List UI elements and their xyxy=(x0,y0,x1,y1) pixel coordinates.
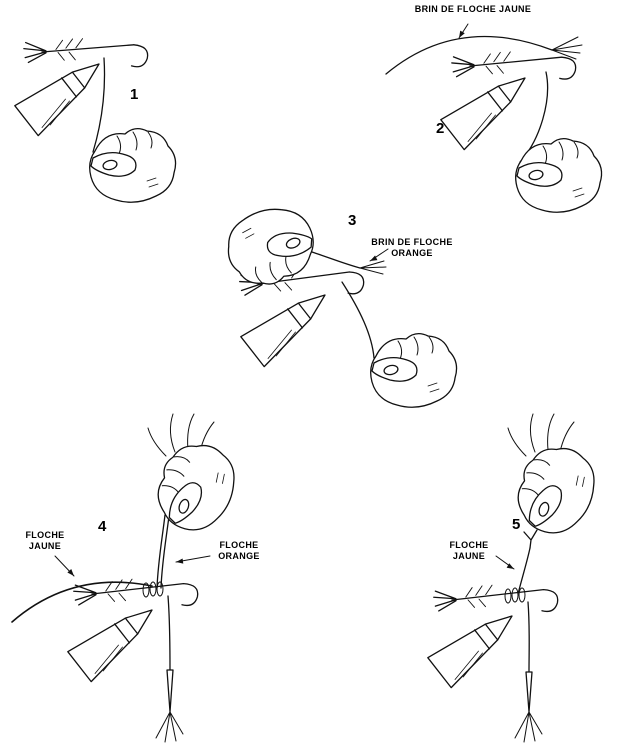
hanging-thread xyxy=(167,595,171,671)
annotation-text: BRIN DE FLOCHE JAUNE xyxy=(414,4,532,14)
annotation-line-1: FLOCHE xyxy=(25,530,65,540)
annotation-line-1: FLOCHE xyxy=(449,540,489,550)
tying-thread xyxy=(92,57,106,153)
floss-wisps xyxy=(147,413,215,457)
step-5-figure xyxy=(427,413,610,743)
vise-jaws xyxy=(427,600,525,689)
floss-wisps xyxy=(507,413,575,457)
thread-wraps xyxy=(504,587,526,604)
thread-wraps xyxy=(142,581,164,598)
floss-fray xyxy=(359,260,387,275)
step-4-figure xyxy=(11,413,250,743)
annotation-line-2: JAUNE xyxy=(28,541,62,552)
step-1-figure xyxy=(14,35,177,203)
step-3-annotation: BRIN DE FLOCHE ORANGE xyxy=(356,237,468,260)
floss-ends xyxy=(155,711,184,743)
hook-illustration xyxy=(22,35,149,72)
hand-illustration xyxy=(89,127,177,203)
annotation-line-2: JAUNE xyxy=(452,551,486,562)
label-arrow xyxy=(369,248,389,262)
step-5-number: 5 xyxy=(512,516,521,533)
step-2-annotation: BRIN DE FLOCHE JAUNE xyxy=(398,4,548,15)
annotation-line-2: ORANGE xyxy=(391,248,433,259)
step-4-left-annotation: FLOCHE JAUNE xyxy=(16,530,74,553)
step-2-figure xyxy=(385,23,603,213)
tying-thread xyxy=(341,281,375,359)
hook-illustration xyxy=(432,580,560,620)
floss-jaune-strand xyxy=(517,547,531,595)
step-2-number: 2 xyxy=(436,120,445,137)
step-1-number: 1 xyxy=(130,86,139,103)
annotation-line-1: BRIN DE FLOCHE xyxy=(371,237,453,247)
floss-y-split xyxy=(523,529,538,549)
bobbin-needle xyxy=(525,671,533,713)
hook-illustration xyxy=(450,47,577,86)
hand-illustration xyxy=(515,137,603,213)
vise-jaws xyxy=(240,279,338,368)
step-4-right-annotation: FLOCHE ORANGE xyxy=(206,540,272,563)
floss-strand xyxy=(385,35,553,75)
annotation-line-1: FLOCHE xyxy=(219,540,259,550)
label-arrow xyxy=(458,23,469,39)
step-3-number: 3 xyxy=(348,212,357,229)
step-4-number: 4 xyxy=(98,518,107,535)
bobbin-needle xyxy=(166,669,174,713)
floss-strand xyxy=(311,251,361,269)
floss-orange-strand xyxy=(156,514,170,589)
label-arrow-left xyxy=(54,555,75,577)
step-3-figure xyxy=(221,202,458,408)
lower-hand-illustration xyxy=(370,332,458,408)
label-arrow-right xyxy=(175,555,211,564)
label-arrow xyxy=(495,555,515,570)
vise-jaws xyxy=(67,594,165,683)
floss-ends xyxy=(514,711,543,743)
floss-fray xyxy=(551,36,583,60)
floss-jaune-strand xyxy=(11,581,153,623)
annotation-line-2: ORANGE xyxy=(218,551,260,562)
hanging-thread xyxy=(527,601,530,673)
step-5-annotation: FLOCHE JAUNE xyxy=(438,540,500,563)
hook-illustration xyxy=(72,574,200,614)
vise-jaws xyxy=(440,62,538,151)
